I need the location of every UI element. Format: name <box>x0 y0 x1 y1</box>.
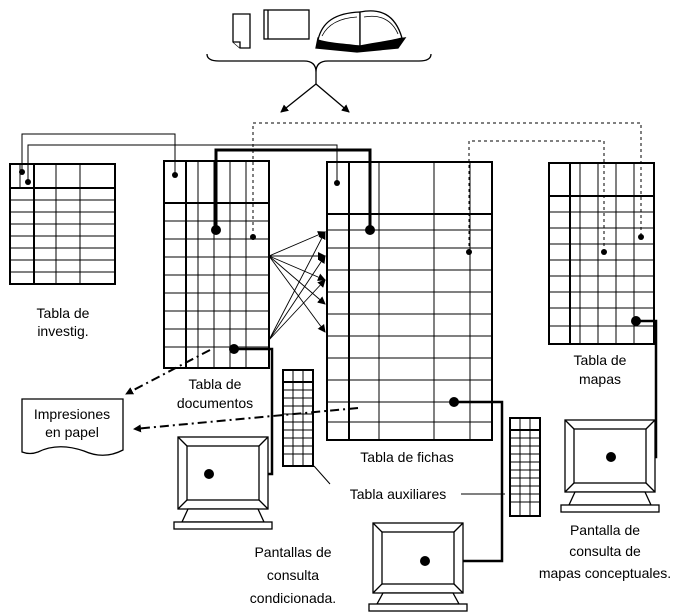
table-fichas <box>326 161 493 441</box>
label-tabla-investig: Tabla de <box>37 305 90 321</box>
key-dot <box>631 316 641 326</box>
label-impresiones: Impresiones <box>34 406 110 422</box>
key-dot <box>334 180 340 186</box>
monitor-icon <box>560 419 660 513</box>
label-pantallas-condicionada: condicionada. <box>250 590 336 606</box>
label-pantalla-mapas: Pantalla de <box>570 522 640 538</box>
label-pantalla-mapas: mapas conceptuales. <box>539 565 671 581</box>
key-dot <box>466 249 472 255</box>
aux-table-right <box>509 417 541 517</box>
key-dot <box>250 234 256 240</box>
label-tabla-fichas: Tabla de fichas <box>360 449 453 465</box>
label-pantallas-condicionada: Pantallas de <box>254 544 331 560</box>
sources-brace <box>206 53 432 73</box>
label-tabla-mapas: mapas <box>579 371 621 387</box>
monitor-icon <box>368 522 468 612</box>
document-icon <box>232 13 251 49</box>
paper-icon <box>263 9 310 40</box>
monitor-dot <box>606 452 616 462</box>
key-dot <box>449 397 459 407</box>
table-investig <box>9 163 116 285</box>
key-dot <box>211 225 221 235</box>
monitor-dot <box>204 469 214 479</box>
key-dot <box>25 179 31 185</box>
key-dot <box>229 344 239 354</box>
dashed-lines <box>252 122 642 252</box>
label-pantallas-condicionada: consulta <box>267 567 319 583</box>
open-book-icon <box>315 10 407 53</box>
table-mapas <box>548 162 655 345</box>
label-pantalla-mapas: consulta de <box>569 543 641 559</box>
print-arrows <box>125 349 359 433</box>
aux-table-left <box>282 369 314 467</box>
label-tabla-auxiliares: Tabla auxiliares <box>350 486 447 502</box>
key-dot <box>638 234 644 240</box>
label-tabla-documentos: Tabla de <box>189 376 242 392</box>
key-dot <box>172 172 178 178</box>
key-dot <box>19 169 25 175</box>
key-dot <box>365 225 375 235</box>
label-tabla-mapas: Tabla de <box>574 352 627 368</box>
label-tabla-documentos: documentos <box>177 395 253 411</box>
connector-lines <box>21 133 658 563</box>
relation-arrows <box>268 231 326 341</box>
key-dot <box>601 249 607 255</box>
label-impresiones: en papel <box>45 424 99 440</box>
printed-paper-icon <box>21 398 124 456</box>
monitor-dot <box>420 556 430 566</box>
monitor-icon <box>173 436 273 530</box>
label-tabla-investig: investig. <box>37 323 88 339</box>
